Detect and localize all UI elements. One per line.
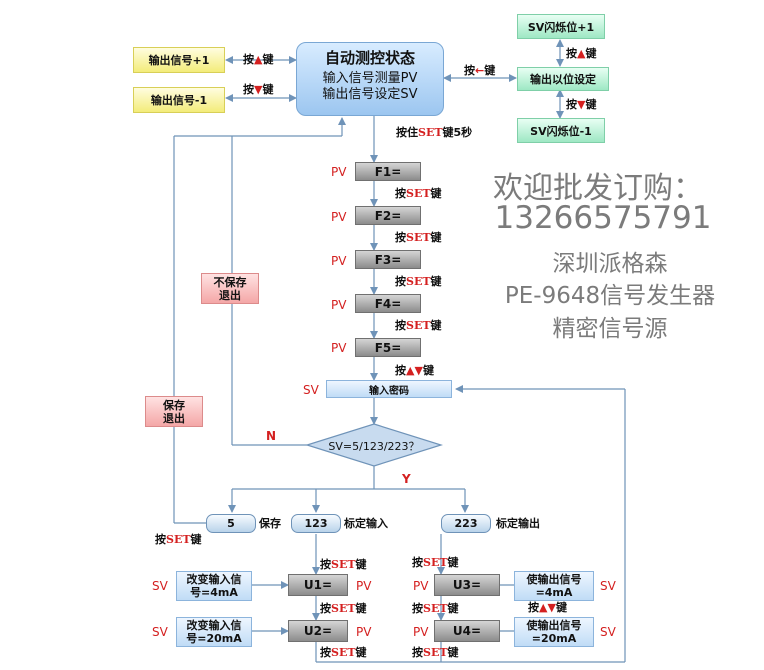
hold-set-5s-label: 按住SET键5秒 [396,126,473,139]
yes-branch-label: Y [402,472,411,486]
press-left-key-label: 按←键 [464,64,496,77]
option-save-label: 保存 [259,517,281,530]
step-f2: F2= [355,206,421,225]
pv-label-f5: PV [331,341,347,355]
output-signal-plus-box: 输出信号+1 [133,47,225,73]
press-set-label: 按SET键 [395,319,442,332]
press-set-label: 按SET键 [412,602,459,615]
down-arrow-icon: ▼ [254,83,263,96]
make-output-20ma-box: 使输出信号=20mA [514,617,594,647]
up-arrow-icon: ▲ [539,601,548,614]
output-signal-minus-box: 输出信号-1 [133,87,225,113]
pv-label-f1: PV [331,165,347,179]
output-shift-set-box: 输出以位设定 [517,67,609,91]
pv-label-u2: PV [356,625,372,639]
sv-flash-plus-box: SV闪烁位+1 [517,14,605,39]
step-f3: F3= [355,250,421,269]
press-set-label: 按SET键 [395,187,442,200]
press-set-label: 按SET键 [412,556,459,569]
no-branch-label: N [266,429,277,443]
step-u1: U1= [288,574,348,596]
press-up-key-right-label: 按▲键 [566,47,597,60]
make-output-4ma-box: 使输出信号=4mA [514,571,594,601]
sv-label-password: SV [303,383,319,397]
option-save-box: 5 [206,514,256,533]
watermark-line-3: 深圳派格森 [552,251,668,277]
press-set-label: 按SET键 [395,275,442,288]
press-updown-key-label: 按▲▼键 [528,601,567,614]
decision-text: SV=5/123/223？ [328,440,420,453]
press-set-label: 按SET键 [320,558,367,571]
step-u4: U4= [434,620,500,642]
up-arrow-icon: ▲ [254,53,263,66]
auto-measure-state-box: 自动测控状态 输入信号测量PV 输出信号设定SV [296,42,444,116]
press-set-label: 按SET键 [320,646,367,659]
option-input-cal-box: 123 [291,514,341,533]
pv-label-u1: PV [356,579,372,593]
down-arrow-icon: ▼ [547,601,556,614]
watermark-line-2: 13266575791 [494,200,712,236]
watermark-line-4: PE-9648信号发生器 [504,283,716,309]
pv-label-f2: PV [331,210,347,224]
sv-label-u2: SV [152,625,168,639]
press-updown-key-label: 按▲▼键 [395,364,434,377]
press-down-key-right-label: 按▼键 [566,98,597,111]
press-set-label: 按SET键 [412,646,459,659]
input-measure-line: 输入信号测量PV [322,71,418,86]
up-arrow-icon: ▲ [577,47,586,60]
sv-label-u3: SV [600,579,616,593]
main-state-title: 自动测控状态 [324,49,415,67]
pv-label-f3: PV [331,254,347,268]
up-arrow-icon: ▲ [406,364,415,377]
exit-with-save-box: 保存退出 [145,396,203,427]
watermark-line-5: 精密信号源 [552,316,668,342]
pv-label-u4: PV [413,625,429,639]
change-input-20ma-box: 改变输入信号=20mA [176,617,252,647]
down-arrow-icon: ▼ [414,364,423,377]
pv-label-u3: PV [413,579,429,593]
step-u2: U2= [288,620,348,642]
exit-without-save-box: 不保存退出 [201,273,259,304]
sv-label-u1: SV [152,579,168,593]
left-arrow-icon: ← [475,64,485,77]
press-down-key-label: 按▼键 [243,83,274,96]
press-set-label: 按SET键 [320,602,367,615]
watermark-line-1: 欢迎批发订购： [493,171,703,206]
pv-label-f4: PV [331,298,347,312]
sv-flash-minus-box: SV闪烁位-1 [517,118,605,143]
press-set-label: 按SET键 [155,533,202,546]
step-u3: U3= [434,574,500,596]
change-input-4ma-box: 改变输入信号=4mA [176,571,252,601]
step-f4: F4= [355,294,421,313]
option-input-cal-label: 标定输入 [344,517,388,530]
press-set-label: 按SET键 [395,231,442,244]
option-output-cal-label: 标定输出 [496,517,540,530]
step-f5: F5= [355,338,421,357]
output-set-line: 输出信号设定SV [322,87,418,102]
decision-diamond [304,423,444,467]
sv-label-u4: SV [600,625,616,639]
step-f1: F1= [355,162,421,181]
option-output-cal-box: 223 [441,514,491,533]
press-up-key-label: 按▲键 [243,53,274,66]
enter-password-box: 输入密码 [326,380,452,398]
down-arrow-icon: ▼ [577,98,586,111]
